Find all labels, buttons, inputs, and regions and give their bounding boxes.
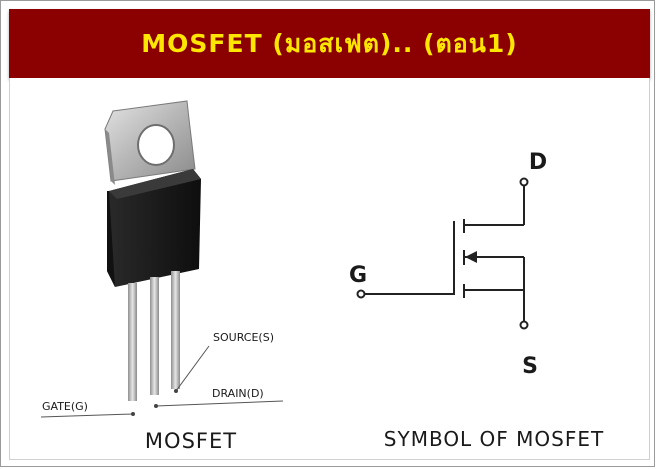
gate-terminal [356, 289, 366, 299]
mosfet-caption: MOSFET [145, 429, 237, 453]
source-symbol-label: S [522, 354, 538, 379]
gate-pin-label: GATE(G) [42, 400, 88, 413]
gate-symbol-label: G [349, 263, 367, 288]
drain-symbol-label: D [529, 150, 547, 175]
source-lead [171, 271, 180, 389]
source-pin-label: SOURCE(S) [213, 331, 274, 344]
symbol-caption: SYMBOL OF MOSFET [384, 427, 604, 451]
drain-pin-label: DRAIN(D) [212, 387, 264, 400]
mosfet-package-illustration: GATE(G) SOURCE(S) DRAIN(D) MOSFET [40, 100, 284, 453]
gate-lead [128, 283, 137, 401]
mosfet-schematic-symbol [356, 177, 529, 330]
source-terminal [519, 320, 529, 330]
drain-callout: DRAIN(D) [154, 387, 284, 408]
drain-lead [150, 277, 159, 395]
gate-callout: GATE(G) [40, 400, 135, 418]
source-callout: SOURCE(S) [174, 331, 274, 393]
page-title: MOSFET (มอสเฟต).. (ตอน1) [141, 28, 518, 58]
title-banner: MOSFET (มอสเฟต).. (ตอน1) [9, 9, 650, 78]
drain-terminal [519, 177, 529, 187]
package-body [107, 169, 201, 287]
arrow-icon [465, 251, 477, 263]
metal-tab [104, 100, 196, 185]
